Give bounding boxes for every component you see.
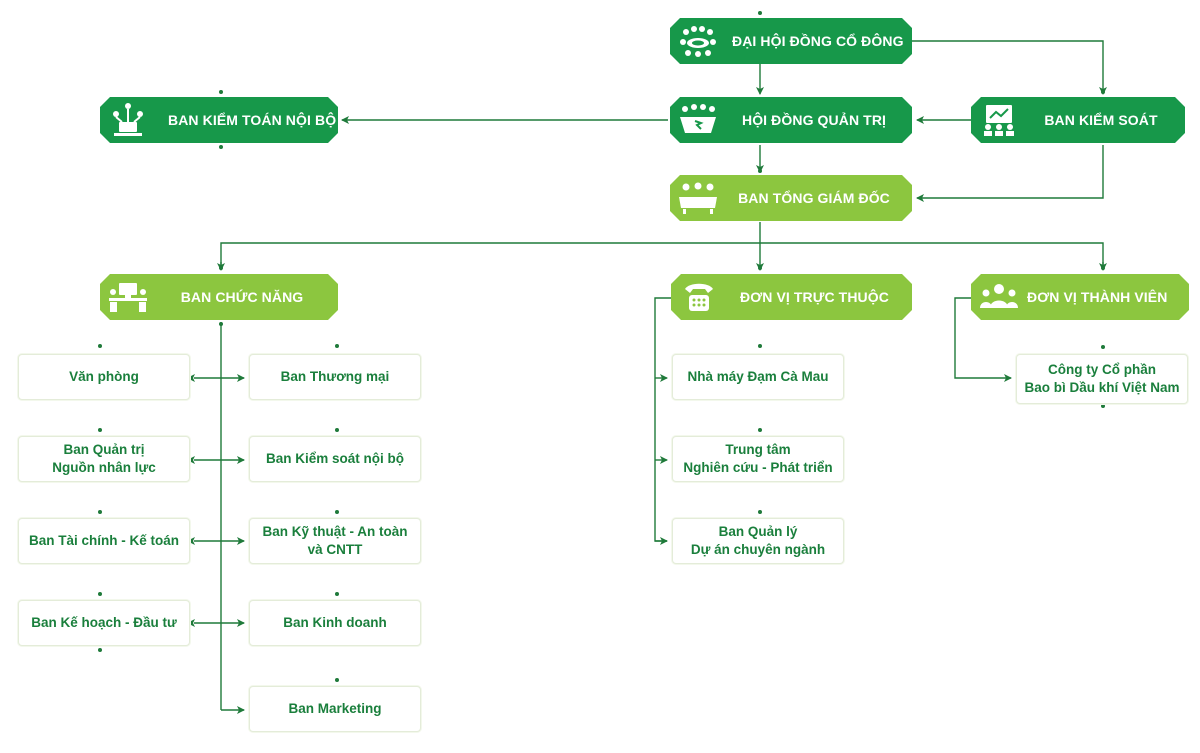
supervisory-board-node[interactable]: BAN KIỂM SOÁT — [971, 97, 1185, 143]
affiliated-units-label: ĐƠN VỊ TRỰC THUỘC — [740, 289, 889, 305]
internal-audit-node[interactable]: BAN KIỂM TOÁN NỘI BỘ — [100, 97, 338, 143]
audit-network-icon — [100, 102, 156, 138]
supervisory-board-label: BAN KIỂM SOÁT — [1044, 112, 1158, 128]
dept-business[interactable]: Ban Kinh doanh — [249, 600, 421, 646]
functional-departments-node[interactable]: BAN CHỨC NĂNG — [100, 274, 338, 320]
presentation-icon — [971, 103, 1027, 137]
dept-marketing[interactable]: Ban Marketing — [249, 686, 421, 732]
workstation-icon — [100, 280, 156, 314]
dept-office[interactable]: Văn phòng — [18, 354, 190, 400]
dept-planning-investment[interactable]: Ban Kế hoạch - Đầu tư — [18, 600, 190, 646]
affiliated-unit-project-management[interactable]: Ban Quản lý Dự án chuyên ngành — [672, 518, 844, 564]
shareholders-meeting-label: ĐẠI HỘI ĐỒNG CỔ ĐÔNG — [732, 33, 904, 49]
board-of-directors-label: HỘI ĐỒNG QUẢN TRỊ — [741, 112, 887, 128]
member-units-label: ĐƠN VỊ THÀNH VIÊN — [1027, 289, 1168, 305]
general-director-node[interactable]: BAN TỔNG GIÁM ĐỐC — [670, 175, 912, 221]
dept-internal-control[interactable]: Ban Kiểm soát nội bộ — [249, 436, 421, 482]
affiliated-unit-rd-center[interactable]: Trung tâm Nghiên cứu - Phát triển — [672, 436, 844, 482]
dept-hr-management[interactable]: Ban Quản trị Nguồn nhân lực — [18, 436, 190, 482]
board-of-directors-node[interactable]: HỘI ĐỒNG QUẢN TRỊ — [670, 97, 912, 143]
dept-finance-accounting[interactable]: Ban Tài chính - Kế toán — [18, 518, 190, 564]
affiliated-units-node[interactable]: ĐƠN VỊ TRỰC THUỘC — [671, 274, 912, 320]
dept-technical-safety-it[interactable]: Ban Kỹ thuật - An toàn và CNTT — [249, 518, 421, 564]
telephone-icon — [671, 279, 727, 315]
member-units-node[interactable]: ĐƠN VỊ THÀNH VIÊN — [971, 274, 1189, 320]
executive-meeting-icon — [670, 181, 726, 215]
meeting-table-icon — [670, 24, 726, 58]
board-meeting-icon — [670, 103, 726, 137]
member-unit-packaging-company[interactable]: Công ty Cổ phần Bao bì Dầu khí Việt Nam — [1016, 354, 1188, 404]
dept-commerce[interactable]: Ban Thương mại — [249, 354, 421, 400]
people-group-icon — [971, 282, 1027, 312]
affiliated-unit-ca-mau-plant[interactable]: Nhà máy Đạm Cà Mau — [672, 354, 844, 400]
internal-audit-label: BAN KIỂM TOÁN NỘI BỘ — [168, 112, 337, 128]
functional-departments-label: BAN CHỨC NĂNG — [180, 289, 304, 305]
general-director-label: BAN TỔNG GIÁM ĐỐC — [738, 190, 890, 206]
shareholders-meeting-node[interactable]: ĐẠI HỘI ĐỒNG CỔ ĐÔNG — [670, 18, 912, 64]
